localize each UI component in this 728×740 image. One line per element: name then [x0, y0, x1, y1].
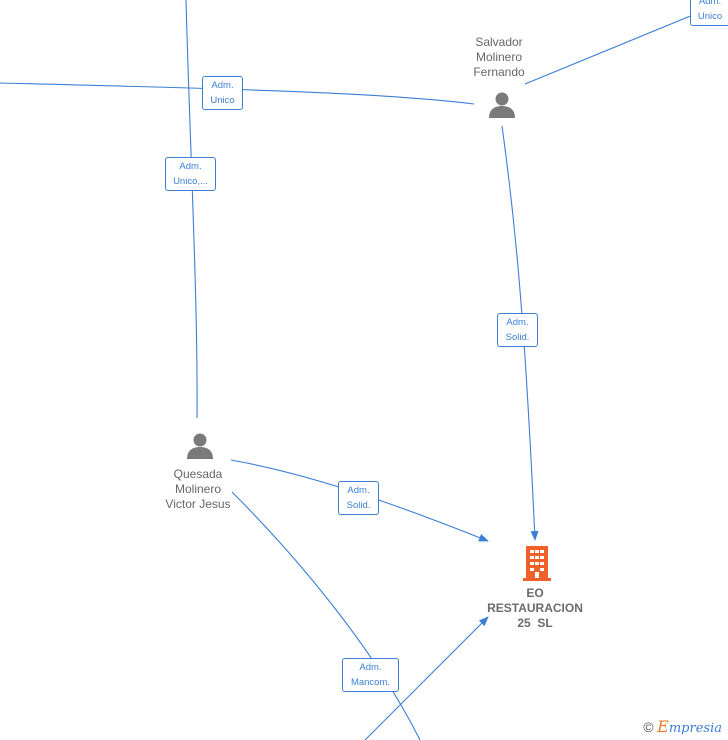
node-name-line: Salvador — [475, 35, 523, 49]
edge-label-line: Adm. — [698, 0, 722, 7]
brand-watermark: © Empresia — [643, 717, 722, 736]
node-name-line: Fernando — [473, 65, 525, 79]
edge-left-to-salvador — [0, 82, 475, 105]
edge-salvador-to-topright — [524, 9, 706, 85]
edge-label-line: Mancom. — [350, 677, 391, 688]
edge-label-line: Adm. — [506, 317, 529, 328]
node-name-line: EO — [526, 586, 544, 600]
edge-salvador-to-company[interactable] — [501, 125, 539, 541]
brand-logo-text: mpresia — [668, 721, 722, 736]
person-icon[interactable] — [487, 90, 517, 120]
edge-label-line: Unico — [697, 11, 723, 22]
edge-label-line: Adm. — [347, 485, 370, 496]
copyright-icon: © — [643, 719, 654, 735]
node-name-line: Quesada — [173, 467, 223, 481]
edge-label-quesada-solid[interactable]: Adm. Solid. — [338, 481, 379, 515]
edge-label-adm-unico-dots[interactable]: Adm. Unico,... — [165, 157, 216, 191]
edge-top-to-quesada — [185, 0, 198, 419]
edge-label-adm-unico[interactable]: Adm. Unico — [202, 76, 243, 110]
node-name-line: RESTAURACION — [487, 601, 583, 615]
edge-label-salvador-solid[interactable]: Adm. Solid. — [497, 313, 538, 347]
edge-label-line: Unico — [210, 95, 235, 106]
edge-label-line: Adm. — [179, 161, 202, 172]
node-name-quesada[interactable]: Quesada Molinero Victor Jesus — [153, 467, 243, 512]
node-name-line: Victor Jesus — [165, 497, 231, 511]
edge-label-line: Adm. — [359, 662, 382, 673]
node-name-company[interactable]: EO RESTAURACION 25 SL — [475, 586, 595, 631]
building-icon[interactable] — [521, 545, 553, 581]
edge-label-line: Adm. — [211, 80, 234, 91]
node-name-line: Molinero — [475, 50, 523, 64]
person-icon[interactable] — [185, 431, 215, 461]
edge-quesada-to-bottom — [231, 491, 421, 740]
edge-label-top-right[interactable]: Adm. Unico — [690, 0, 728, 26]
edge-bottom-to-company[interactable] — [364, 616, 489, 740]
node-name-salvador[interactable]: Salvador Molinero Fernando — [454, 35, 544, 80]
node-name-line: 25 SL — [517, 616, 553, 630]
edge-label-line: Unico,... — [173, 176, 208, 187]
edge-label-line: Solid. — [346, 500, 371, 511]
brand-logo-letter: E — [657, 717, 669, 736]
edge-label-mancom[interactable]: Adm. Mancom. — [342, 658, 399, 692]
node-name-line: Molinero — [174, 482, 222, 496]
edge-label-line: Solid. — [505, 332, 530, 343]
